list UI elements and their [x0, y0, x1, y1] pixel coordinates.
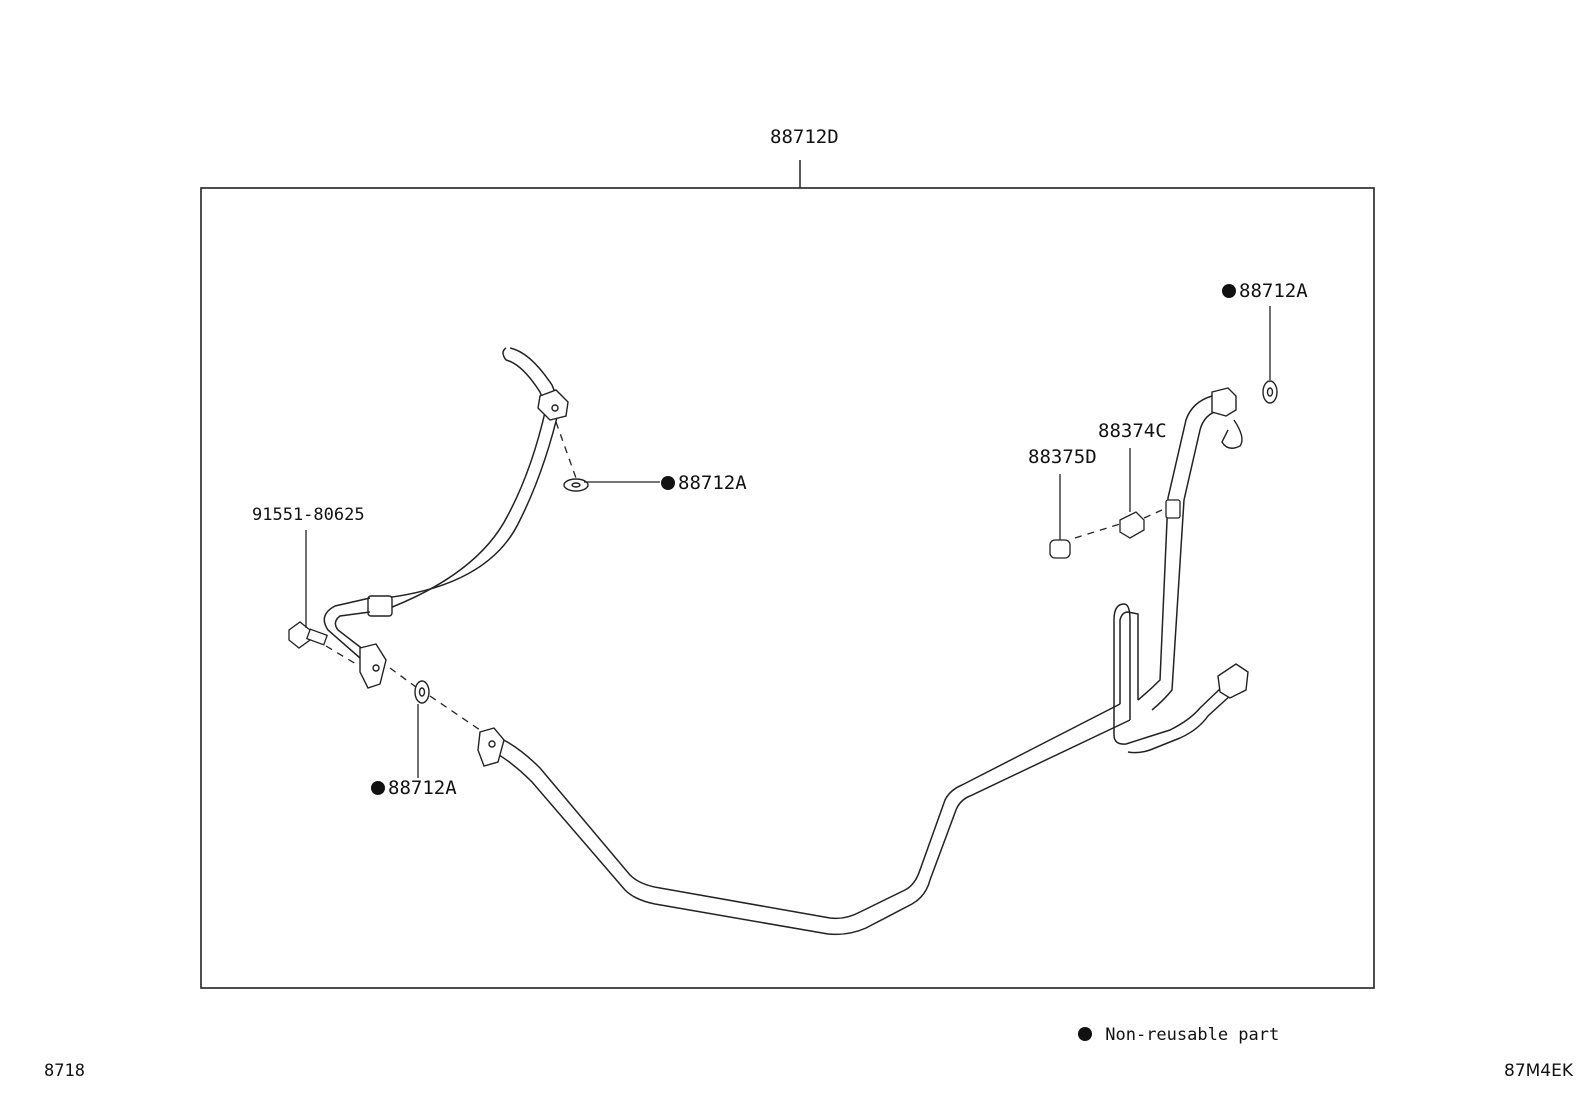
washers	[414, 380, 1278, 704]
non-reusable-dot	[661, 476, 675, 490]
footer-right-code: 87M4EK	[1504, 1061, 1574, 1081]
non-reusable-dot	[371, 781, 385, 795]
cap-label: 88375D	[1028, 446, 1097, 468]
legend-text: Non-reusable part	[1105, 1025, 1280, 1045]
label-leaders	[305, 306, 1271, 778]
washer-bottom-left-label: 88712A	[371, 777, 457, 799]
long-pressure-pipe	[493, 703, 1131, 936]
footer-left-code: 8718	[44, 1061, 85, 1081]
legend-dot	[1078, 1027, 1092, 1041]
pipe-clip	[477, 727, 505, 767]
washer-top-right-label: 88712A	[1222, 280, 1308, 302]
hose-clamp	[537, 389, 569, 421]
left-bend-pipe	[323, 597, 371, 659]
legend: Non-reusable part	[1078, 1025, 1279, 1045]
right-loop-pipe	[1113, 603, 1233, 754]
return-pipe	[1137, 395, 1221, 711]
non-reusable-dot	[1222, 284, 1236, 298]
washer-mid-left-label: 88712A	[661, 472, 747, 494]
cap-shape	[1049, 539, 1071, 559]
assembly-frame	[200, 187, 1375, 989]
hose-fitting	[367, 595, 393, 617]
pipe-nipple	[1165, 499, 1181, 519]
bolt-label: 91551-80625	[252, 505, 365, 525]
mount-bracket	[359, 643, 387, 689]
valve-core-label: 88374C	[1098, 420, 1167, 442]
assembly-label: 88712D	[770, 126, 839, 148]
valve-core-shape	[1119, 499, 1181, 539]
top-right-fitting	[1211, 387, 1243, 449]
dashed-leaders	[325, 421, 1163, 731]
bolt-shape	[288, 621, 329, 649]
suction-hose	[381, 347, 561, 612]
right-flare-nut	[1217, 663, 1249, 699]
